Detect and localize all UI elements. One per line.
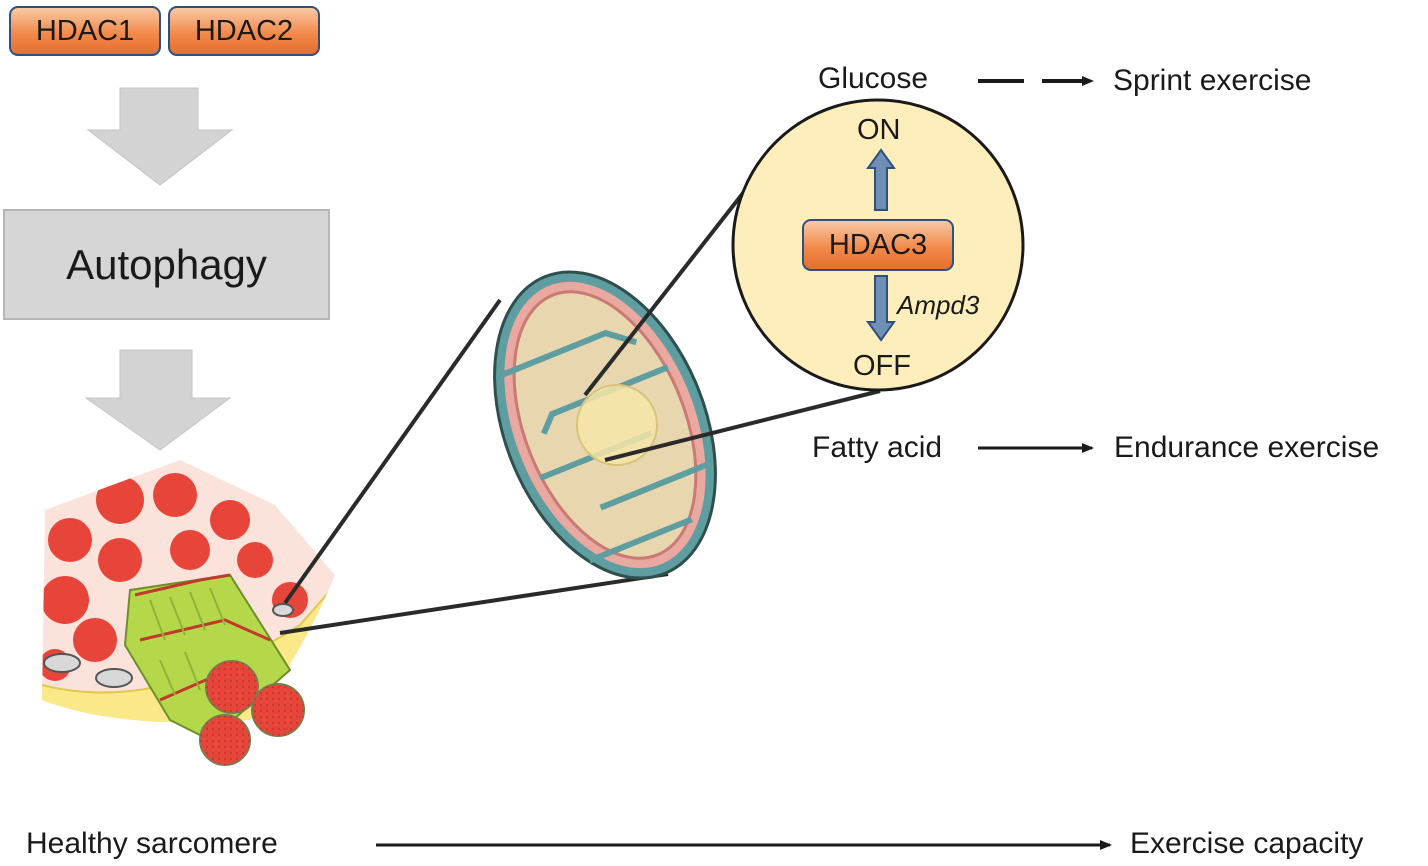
hdac1-label: HDAC1	[35, 14, 135, 47]
ampd3-label: Ampd3	[897, 290, 980, 320]
sprint-exercise-label: Sprint exercise	[1113, 64, 1312, 97]
endurance-exercise-label: Endurance exercise	[1114, 431, 1380, 464]
autophagy-box: Autophagy	[3, 209, 330, 320]
hdac3-label: HDAC3	[828, 228, 928, 261]
on-label: ON	[857, 114, 901, 146]
up-arrow	[866, 148, 896, 211]
off-label: OFF	[853, 350, 911, 382]
down-arrow	[866, 275, 896, 342]
healthy-sarcomere-label: Healthy sarcomere	[26, 827, 278, 860]
gray-arrow-1	[86, 87, 234, 186]
mito-zoom-spot	[576, 384, 658, 466]
autophagy-label: Autophagy	[66, 240, 267, 288]
glucose-label: Glucose	[818, 62, 929, 95]
fatty-acid-label: Fatty acid	[812, 431, 943, 464]
zoom-line-upper	[283, 298, 502, 605]
zoom-line-to-circle-lower	[604, 389, 881, 462]
gray-arrow-2	[84, 349, 232, 451]
hdac1-box: HDAC1	[9, 6, 161, 56]
myofibril-bundle	[123, 573, 305, 766]
hdac3-box: HDAC3	[802, 219, 954, 271]
hdac2-label: HDAC2	[194, 14, 294, 47]
zoom-line-to-circle-upper	[583, 186, 749, 397]
zoom-line-lower	[279, 572, 669, 635]
hdac2-box: HDAC2	[168, 6, 320, 56]
exercise-capacity-label: Exercise capacity	[1130, 827, 1364, 860]
